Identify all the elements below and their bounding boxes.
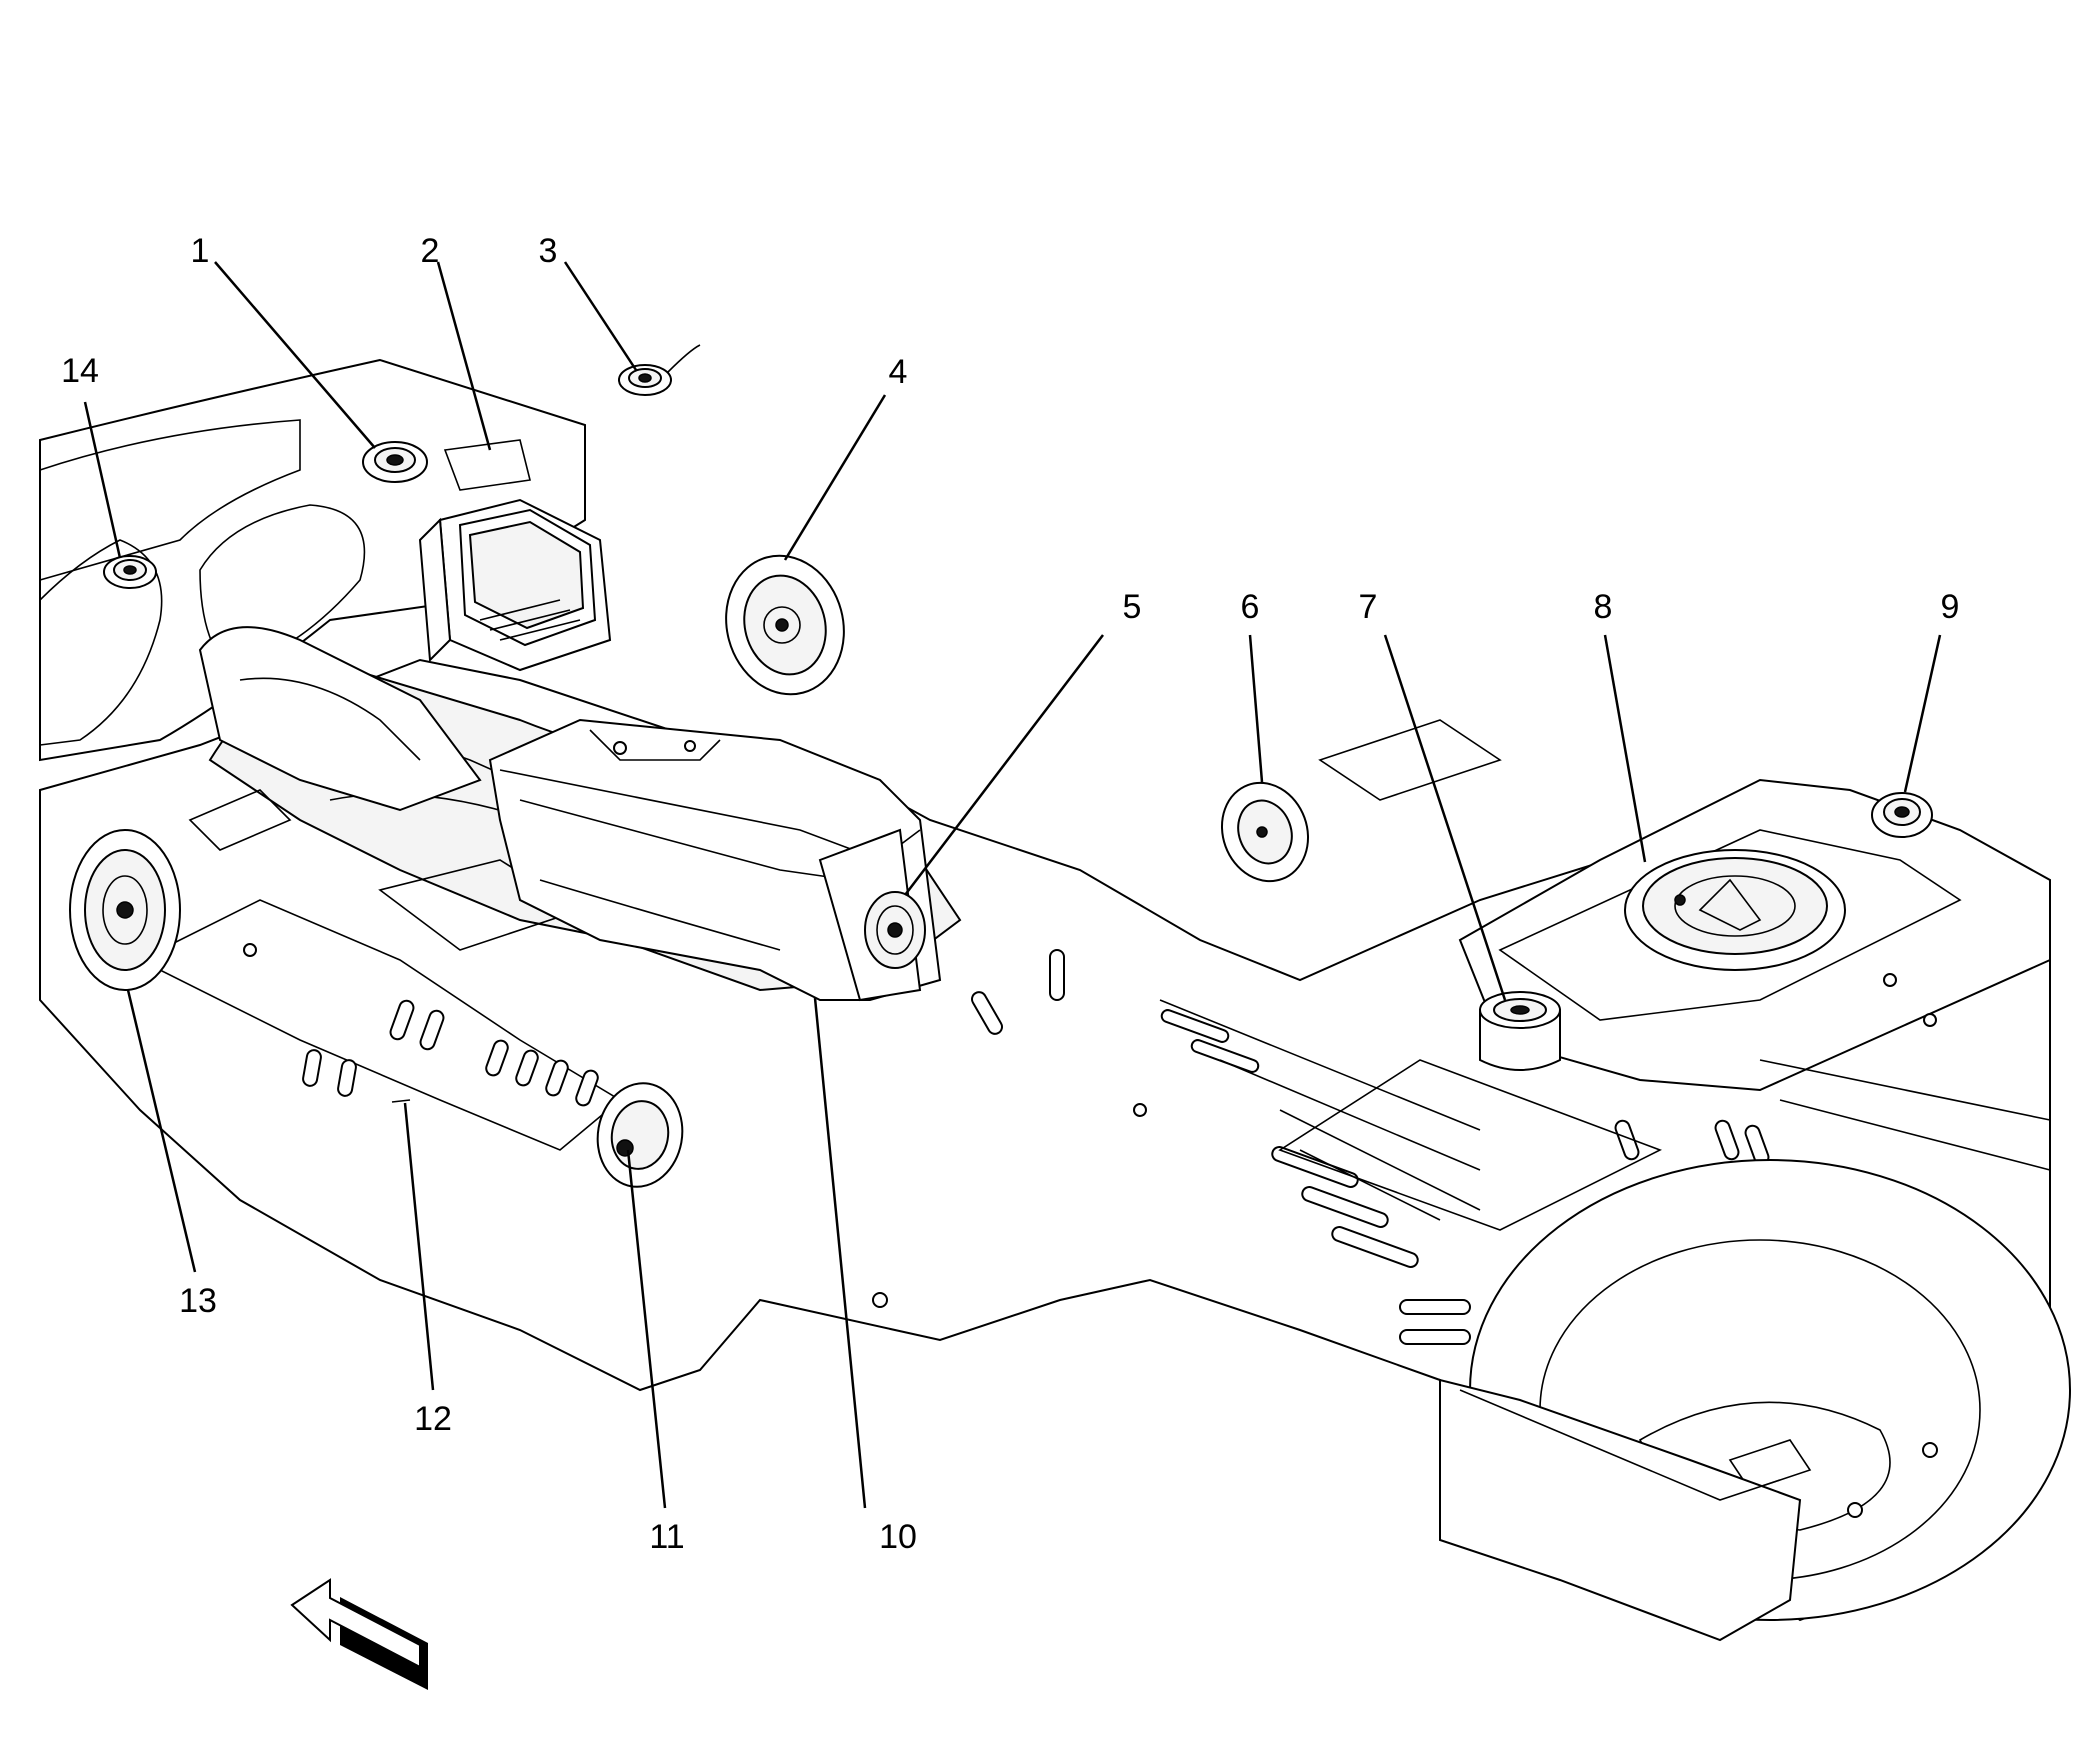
callout-9: 9 bbox=[1941, 588, 1960, 626]
subwoofer-front bbox=[1479, 991, 1561, 1071]
console-rear-speaker bbox=[864, 891, 926, 969]
callout-4: 4 bbox=[889, 353, 908, 391]
leader-lines bbox=[83, 261, 1942, 1509]
callout-5: 5 bbox=[1123, 588, 1142, 626]
subwoofer-rear bbox=[1624, 849, 1846, 971]
callout-7: 7 bbox=[1359, 588, 1378, 626]
callout-14: 14 bbox=[61, 352, 99, 390]
instrument-panel-speaker-center bbox=[618, 344, 701, 396]
callout-12: 12 bbox=[414, 1400, 452, 1438]
callout-13: 13 bbox=[179, 1282, 217, 1320]
callout-3: 3 bbox=[539, 232, 558, 270]
front-door-speaker-left bbox=[69, 829, 181, 991]
rear-door-speaker-left bbox=[596, 1082, 684, 1188]
callout-6: 6 bbox=[1241, 588, 1260, 626]
callout-numbers: 1 2 3 4 5 6 7 8 9 10 11 12 13 14 bbox=[61, 232, 1959, 1556]
callout-10: 10 bbox=[879, 1518, 917, 1556]
instrument-panel-speaker-left bbox=[103, 555, 157, 589]
callout-2: 2 bbox=[421, 232, 440, 270]
radio-navigation-unit bbox=[418, 439, 612, 672]
rear-door-speaker-right bbox=[1220, 781, 1310, 883]
antenna-fastener bbox=[391, 1099, 411, 1103]
front-door-tweeter-left bbox=[362, 441, 428, 483]
front-direction-arrow-icon bbox=[290, 1578, 428, 1690]
callout-11: 11 bbox=[649, 1518, 684, 1556]
floor-pan bbox=[39, 358, 2071, 1642]
front-door-speaker-right bbox=[725, 554, 845, 696]
callout-1: 1 bbox=[191, 232, 210, 270]
callout-8: 8 bbox=[1594, 588, 1613, 626]
rear-shelf-speaker-right bbox=[1871, 792, 1933, 838]
